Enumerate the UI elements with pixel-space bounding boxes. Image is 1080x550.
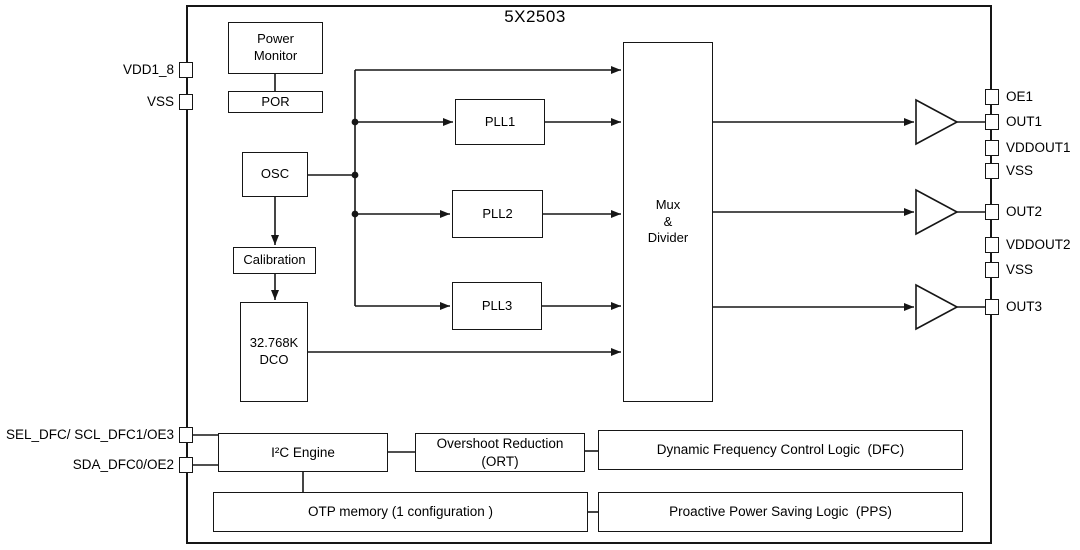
block-osc-label: OSC [260,166,290,182]
block-power-monitor: Power Monitor [228,22,323,74]
pin-sda-dfc0-oe2 [179,457,193,473]
pin-vddout2 [985,237,999,253]
block-calibration: Calibration [233,247,316,274]
pin-vss-left-label: VSS [146,94,174,109]
pin-out1 [985,114,999,130]
pin-out3 [985,299,999,315]
pin-out2 [985,204,999,220]
block-dfc-logic-label: Dynamic Frequency Control Logic (DFC) [656,442,905,458]
pin-vss-right-1-label: VSS [1006,163,1034,178]
block-pll2: PLL2 [452,190,543,238]
pin-vss-left [179,94,193,110]
pin-vdd1-8 [179,62,193,78]
block-pll3-label: PLL3 [481,297,513,313]
block-pll3: PLL3 [452,282,542,330]
block-por-label: POR [261,93,290,109]
pin-vddout1-label: VDDOUT1 [1006,140,1071,155]
pin-sel-dfc-scl-dfc1-oe3 [179,427,193,443]
block-por: POR [228,91,323,113]
block-pps-logic: Proactive Power Saving Logic (PPS) [598,492,963,532]
block-pll1-label: PLL1 [484,113,516,129]
pin-oe1 [985,89,999,105]
block-pll1: PLL1 [455,99,545,145]
output-buffer-3 [915,283,959,331]
block-i2c-engine-label: I²C Engine [271,444,335,460]
block-pps-logic-label: Proactive Power Saving Logic (PPS) [669,504,892,520]
pin-sel-dfc-scl-dfc1-oe3-label: SEL_DFC/ SCL_DFC1/OE3 [5,427,174,442]
block-i2c-engine: I²C Engine [218,433,388,472]
pin-vss-right-2-label: VSS [1006,262,1034,277]
chip-title: 5X2503 [504,7,566,26]
output-buffer-2 [915,188,959,236]
pin-vss-right-2 [985,262,999,278]
pin-vss-right-1 [985,163,999,179]
output-buffer-1 [915,98,959,146]
pin-vddout1 [985,140,999,156]
block-otp-memory-label: OTP memory (1 configuration ) [307,504,494,520]
pin-out1-label: OUT1 [1006,114,1043,129]
block-mux-divider-label: Mux & Divider [647,196,689,246]
block-mux-divider: Mux & Divider [623,42,713,402]
block-pll2-label: PLL2 [482,205,513,221]
block-otp-memory: OTP memory (1 configuration ) [213,492,588,532]
junction-dots [351,118,359,218]
block-dco: 32.768K DCO [240,302,308,402]
block-overshoot-reduction-label: Overshoot Reduction (ORT) [436,435,564,469]
block-osc: OSC [242,152,308,197]
pin-out2-label: OUT2 [1006,204,1043,219]
pin-oe1-label: OE1 [1006,89,1034,104]
block-dco-label: 32.768K DCO [249,335,299,367]
block-overshoot-reduction: Overshoot Reduction (ORT) [415,433,585,472]
block-power-monitor-label: Power Monitor [253,31,298,63]
block-dfc-logic: Dynamic Frequency Control Logic (DFC) [598,430,963,470]
pin-sda-dfc0-oe2-label: SDA_DFC0/OE2 [72,457,174,472]
pin-vddout2-label: VDDOUT2 [1006,237,1071,252]
pin-vdd1-8-label: VDD1_8 [122,62,174,77]
pin-out3-label: OUT3 [1006,299,1043,314]
block-calibration-label: Calibration [243,252,306,268]
